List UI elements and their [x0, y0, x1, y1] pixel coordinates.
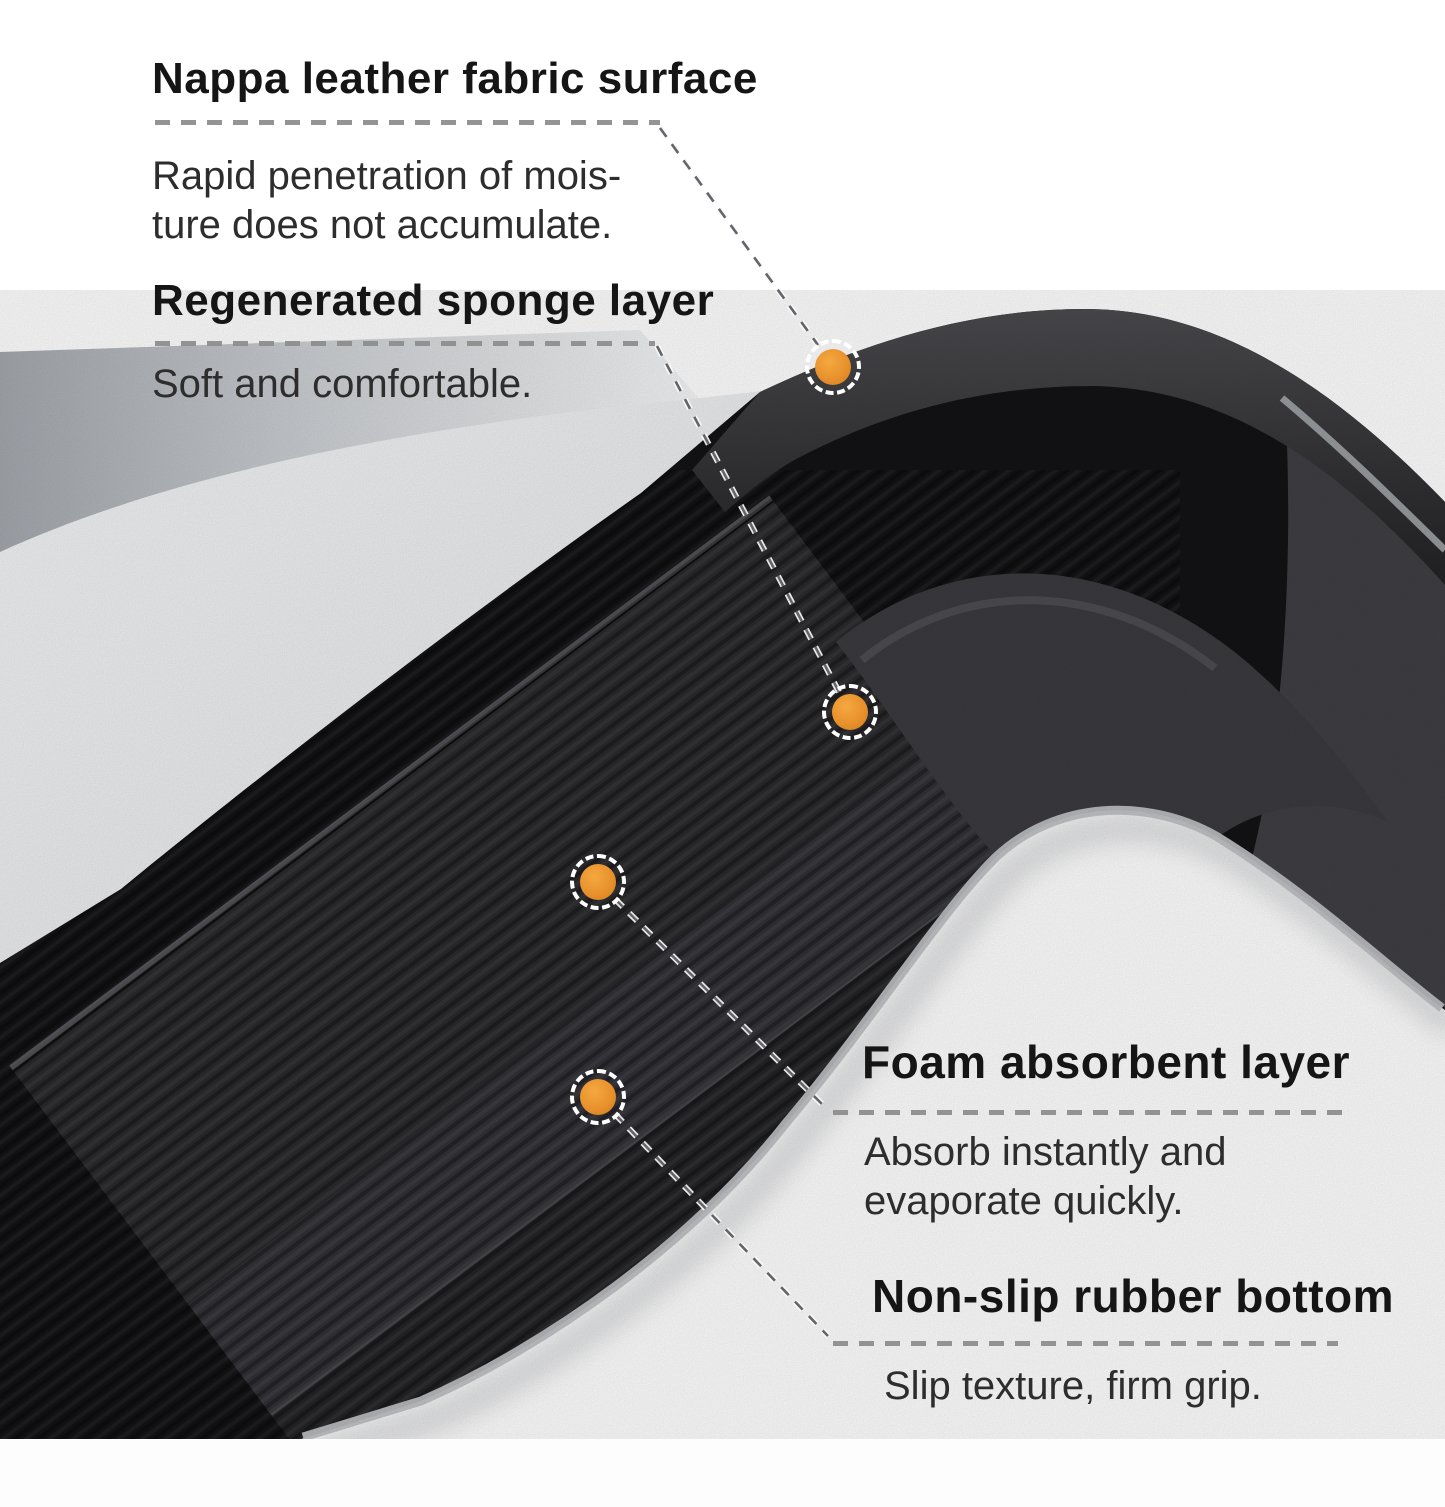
callout-surface: Nappa leather fabric surface — [152, 54, 758, 103]
callout-foam: Foam absorbent layer — [862, 1036, 1351, 1088]
callout-surface-title: Nappa leather fabric surface — [152, 54, 758, 103]
photo-grain — [0, 290, 1445, 1440]
callout-foam-desc-line2: evaporate quickly. — [864, 1178, 1184, 1223]
callout-rubber-desc: Slip texture, firm grip. — [884, 1362, 1262, 1411]
callout-sponge-desc: Soft and comfortable. — [152, 360, 532, 409]
callout-surface-desc: Rapid penetration of mois- ture does not… — [152, 152, 621, 250]
callout-foam-desc-line1: Absorb instantly and — [864, 1130, 1227, 1174]
marker-dot-surface — [805, 339, 861, 395]
callout-rubber-desc-line1: Slip texture, firm grip. — [884, 1364, 1262, 1408]
callout-rubber-title: Non-slip rubber bottom — [872, 1270, 1395, 1322]
callout-foam-underline — [833, 1110, 1345, 1115]
connector-foam — [614, 898, 829, 1111]
callout-foam-desc: Absorb instantly and evaporate quickly. — [864, 1128, 1226, 1226]
callout-foam-title: Foam absorbent layer — [862, 1036, 1351, 1088]
marker-dot-sponge — [822, 684, 878, 740]
connector-sponge — [655, 345, 841, 693]
callout-sponge-underline — [155, 341, 655, 346]
marker-dot-foam — [570, 854, 626, 910]
connector-surface — [658, 127, 820, 346]
callout-sponge-title: Regenerated sponge layer — [152, 276, 715, 325]
callout-surface-underline — [155, 120, 660, 125]
callout-rubber-underline — [833, 1341, 1338, 1346]
callout-connectors — [612, 126, 842, 1339]
callout-surface-desc-line1: Rapid penetration of mois- — [152, 154, 622, 198]
marker-dot-rubber — [570, 1069, 626, 1125]
callout-rubber: Non-slip rubber bottom — [872, 1270, 1395, 1322]
callout-surface-desc-line2: ture does not accumulate. — [152, 202, 613, 247]
callout-sponge: Regenerated sponge layer — [152, 276, 715, 325]
callout-sponge-desc-line1: Soft and comfortable. — [152, 362, 533, 406]
photo-bottom-margin — [0, 1439, 1445, 1507]
